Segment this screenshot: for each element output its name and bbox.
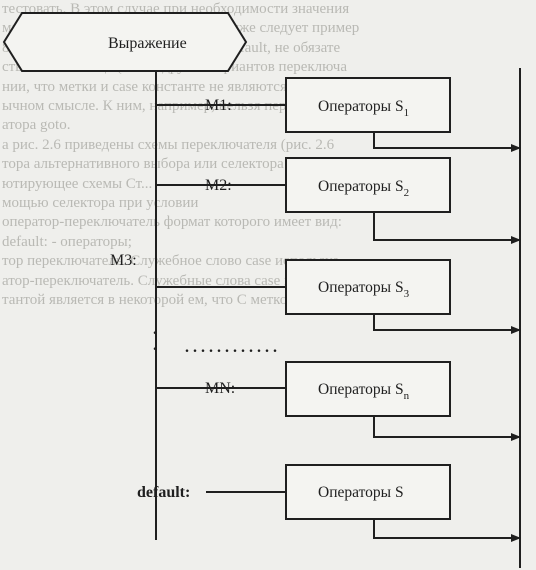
branch-default: default: Операторы S [137, 464, 521, 542]
branch-label: M3: [110, 252, 137, 269]
operator-box [285, 157, 451, 213]
bg-line: тора альтернативного выбора или селектор… [2, 156, 334, 173]
branch-label: M1: [205, 97, 232, 114]
branch-m1: M1: Операторы S1 [156, 77, 521, 152]
ellipsis-dotted-row: . . . . . . . . . . . . [185, 339, 277, 356]
bg-line: ютирующее схемы Ст... [2, 175, 153, 192]
exit-arrow [373, 519, 521, 542]
branch-label: MN: [205, 380, 235, 397]
ellipsis-dot: . [153, 321, 157, 338]
exit-arrow [373, 416, 521, 441]
branch-mn: MN: Операторы Sn [156, 361, 521, 441]
branch-m2: M2: Операторы S2 [156, 157, 521, 244]
operator-box [285, 77, 451, 133]
expression-block [2, 12, 248, 72]
bg-line: оператор-переключатель формат которого и… [2, 214, 342, 231]
operator-box-text: Операторы S3 [318, 279, 410, 300]
bg-line: default: - операторы; [2, 233, 132, 250]
bg-line: нии, что метки и case константе не являю… [2, 78, 314, 95]
bg-line: тантой является в некоторой ем, что С ме… [2, 292, 341, 309]
exit-arrow [373, 314, 521, 334]
operator-box-text: Операторы Sn [318, 381, 410, 402]
bg-line: атор-переключатель. Служебные слова case… [2, 272, 338, 289]
bg-line: а рис. 2.6 приведены схемы переключателя… [2, 136, 335, 153]
operator-box [285, 259, 451, 315]
operator-box-text: Операторы S [318, 484, 404, 501]
bg-line: мощью селектора при условии [2, 195, 199, 212]
bg-line: атора goto. [2, 117, 71, 134]
operator-box-text: Операторы S1 [318, 98, 409, 119]
ellipsis-dot: . [153, 337, 157, 354]
branch-m3: M3: Операторы S3 [110, 252, 521, 334]
operator-box [285, 361, 451, 417]
branch-label: default: [137, 484, 190, 501]
branch-label: M2: [205, 177, 232, 194]
bg-line: ычном смысле. К ним, например, нельзя пе… [2, 98, 355, 115]
operator-box [285, 464, 451, 520]
operator-box-text: Операторы S2 [318, 178, 409, 199]
exit-arrow [373, 132, 521, 152]
exit-arrow [373, 212, 521, 244]
bg-line: тор переключатель. Служебное слово case … [2, 253, 339, 270]
expression-label: Выражение [108, 35, 187, 52]
